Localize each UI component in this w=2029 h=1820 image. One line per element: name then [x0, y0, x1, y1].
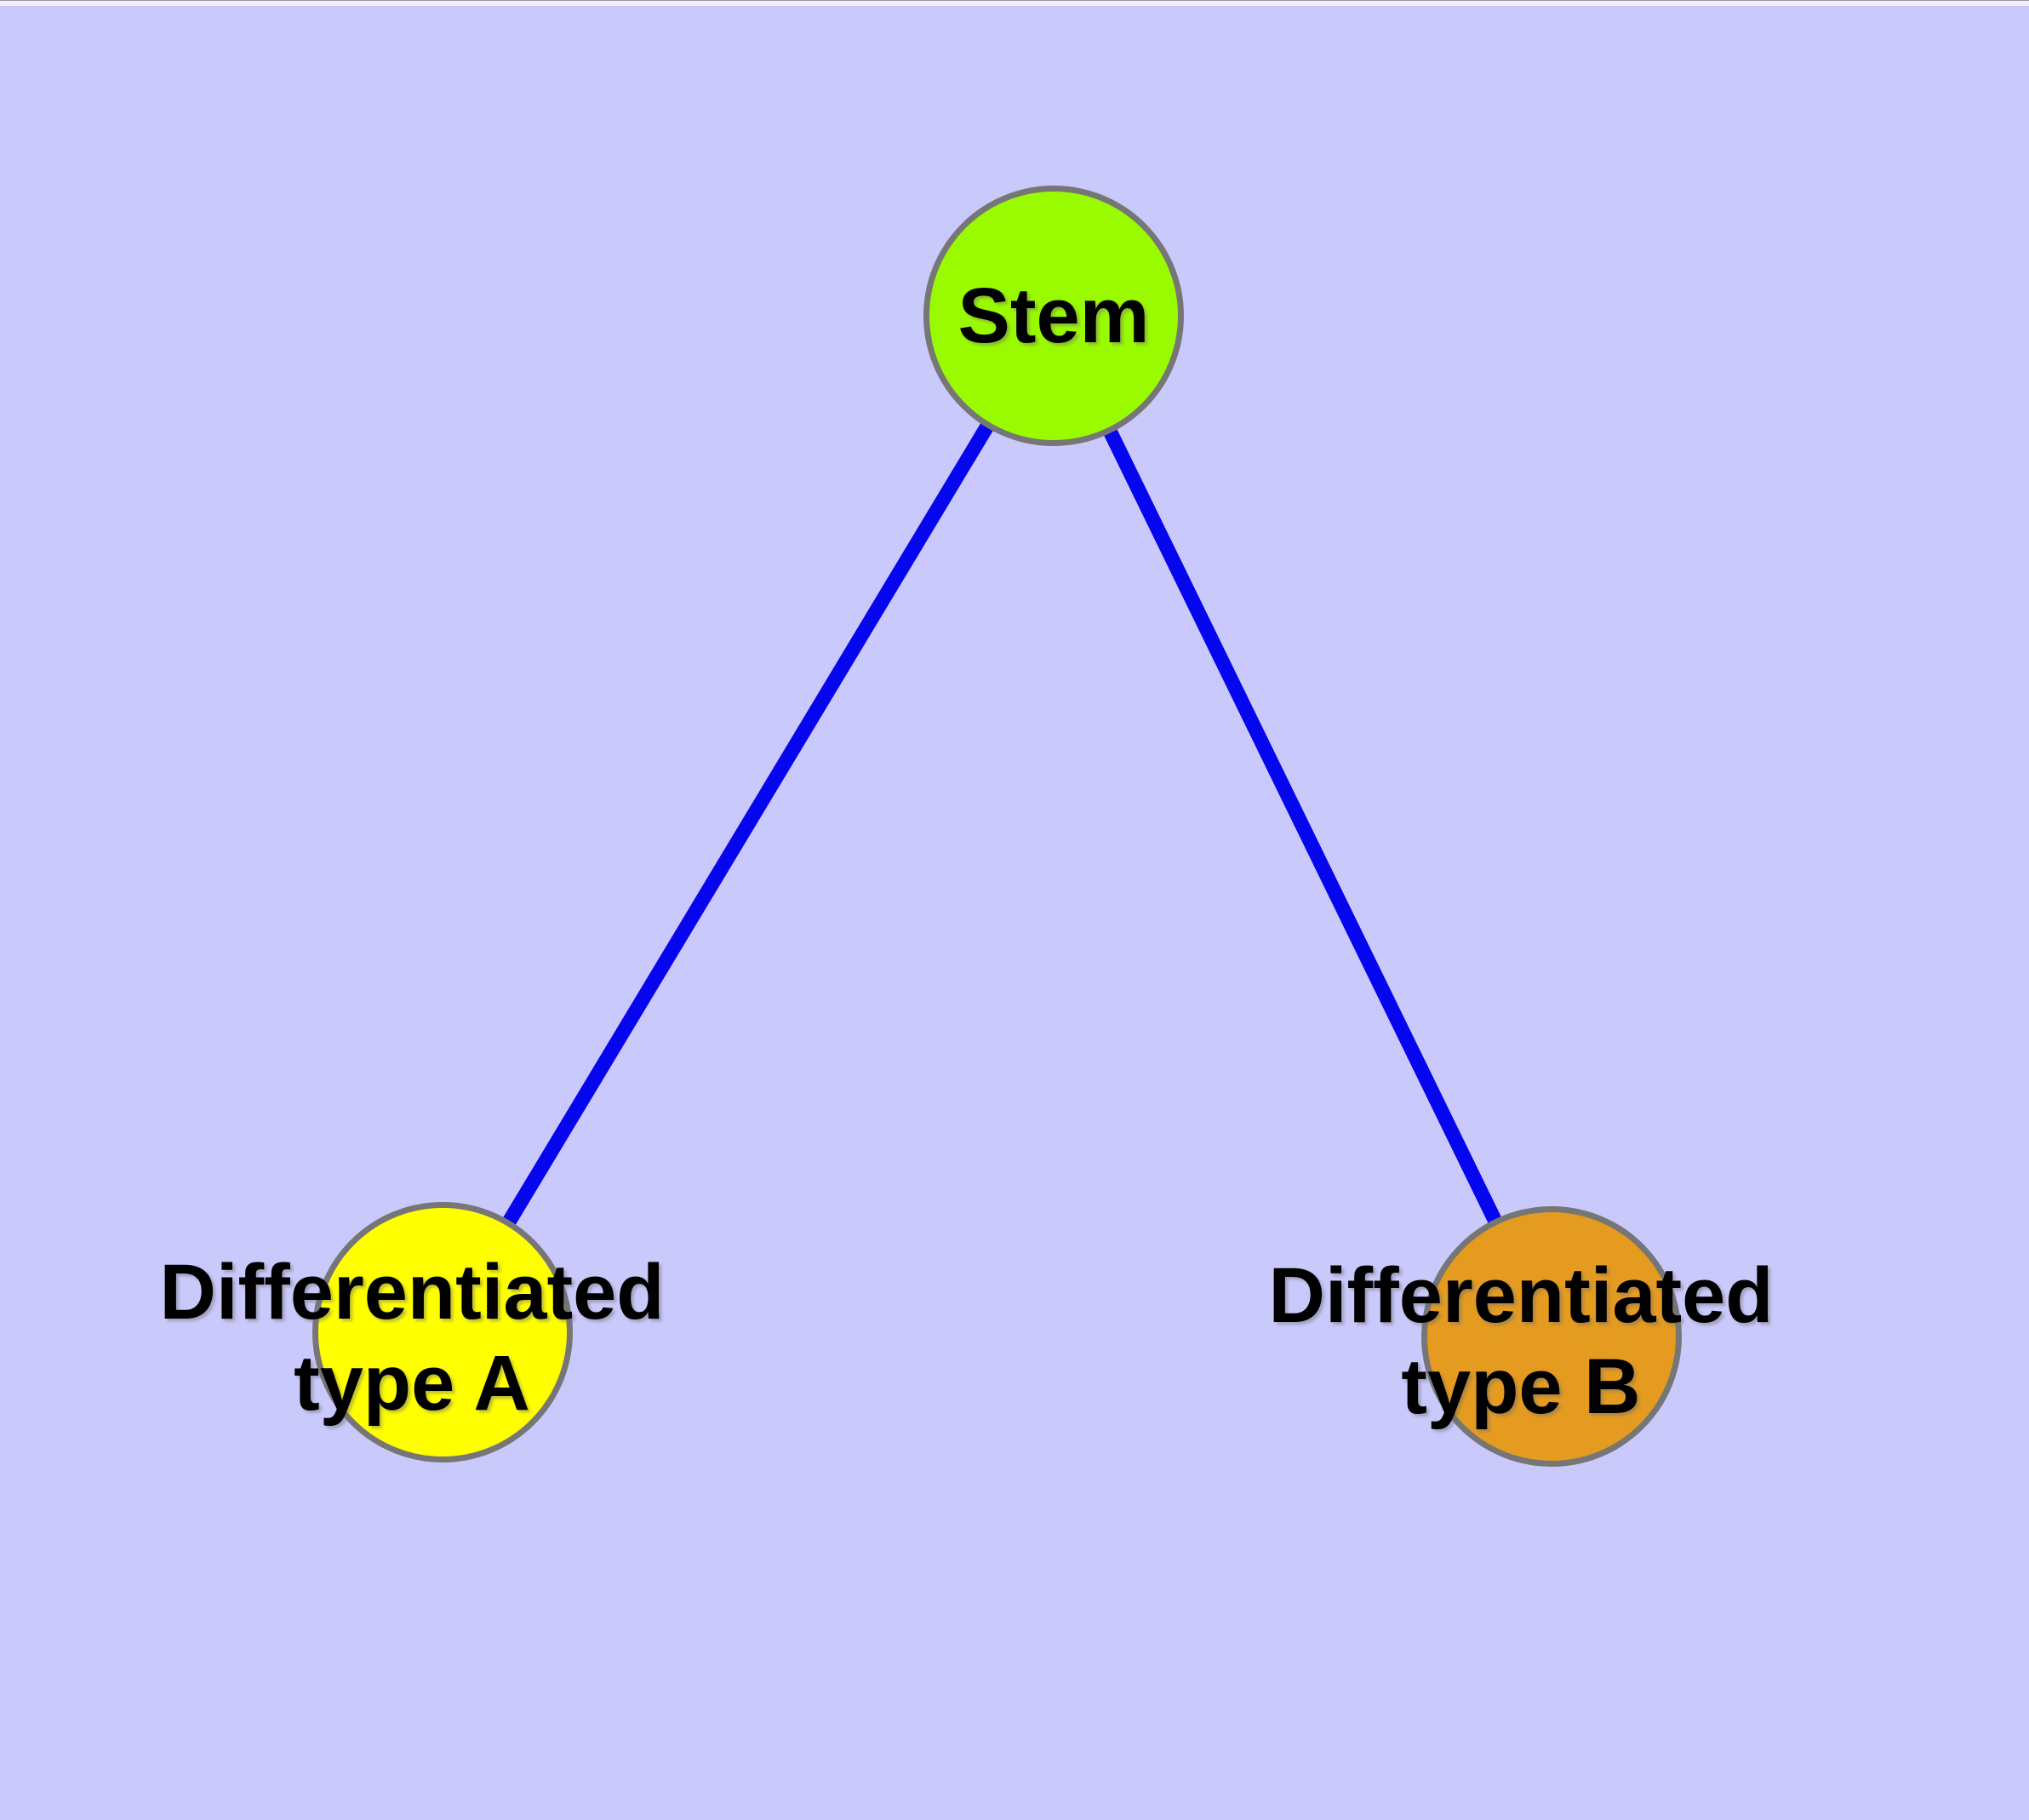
- node-stem: Stem: [923, 186, 1184, 446]
- node-differentiated-type-b: [1421, 1206, 1682, 1467]
- node-differentiated-type-a-label: Differentiated type A: [160, 1247, 665, 1429]
- node-differentiated-type-b-label: Differentiated type B: [1269, 1251, 1774, 1433]
- type-a-label-line-2: type A: [294, 1340, 530, 1427]
- node-stem-label: Stem: [957, 272, 1150, 359]
- type-b-label-line-1: Differentiated: [1268, 1252, 1774, 1339]
- edge-stem-to-type-a: [436, 312, 1060, 1336]
- type-a-label-line-1: Differentiated: [159, 1249, 665, 1336]
- top-border-strip: [0, 0, 2029, 6]
- node-differentiated-type-a: [312, 1202, 573, 1462]
- type-b-label-line-2: type B: [1401, 1343, 1641, 1430]
- edge-stem-to-type-b: [1047, 312, 1558, 1340]
